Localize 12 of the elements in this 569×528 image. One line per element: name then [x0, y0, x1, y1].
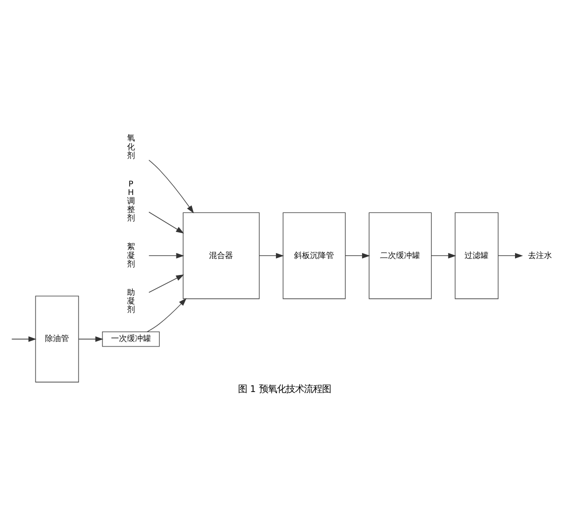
arrow [78, 336, 104, 342]
arrow [11, 336, 36, 342]
arrow [148, 252, 184, 258]
arrow [431, 252, 456, 258]
caption: 图 1 预氧化技术流程图 [238, 384, 331, 395]
arrow [148, 159, 194, 213]
arrow [148, 211, 184, 233]
arrow [498, 252, 523, 258]
arrow [345, 252, 370, 258]
arrow [259, 252, 284, 258]
arrow [148, 274, 184, 292]
arrow [146, 298, 187, 332]
